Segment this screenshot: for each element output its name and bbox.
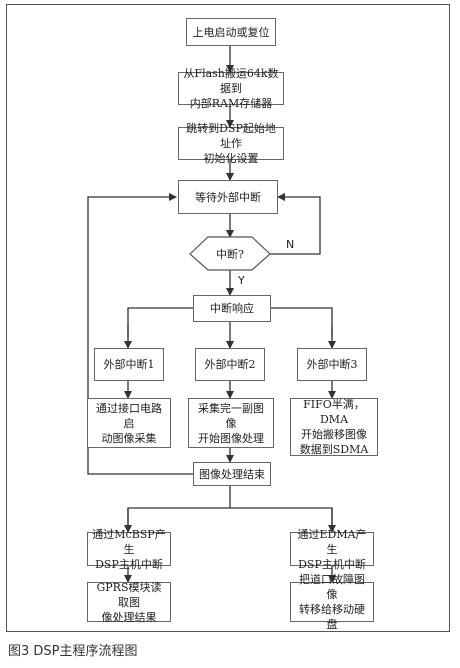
edge-end-loop-back [87, 193, 193, 475]
node-flash-copy: 从Flash搬运64k数据到 内部RAM存储器 [178, 67, 284, 110]
node-gprs-read: GPRS模块读取图 像处理结果 [87, 581, 171, 624]
node-ext-int2: 外部中断2 [195, 348, 265, 381]
node-process-start: 采集完一副图像 开始图像处理 [188, 398, 274, 448]
edge-no-loop [270, 193, 321, 255]
node-wait-interrupt: 等待外部中断 [178, 180, 278, 214]
node-process-end: 图像处理结束 [193, 462, 271, 486]
node-capture-start: 通过接口电路启 动图像采集 [87, 398, 171, 448]
node-decision-label: 中断? [216, 248, 244, 261]
label-no: N [286, 238, 295, 251]
decision-diamond [189, 236, 271, 271]
node-power-on: 上电启动或复位 [186, 18, 276, 46]
node-ext-int3: 外部中断3 [297, 348, 367, 381]
node-ext-int1: 外部中断1 [94, 348, 164, 381]
node-fault-image: 把道口故障图像 转移给移动硬盘 [290, 573, 374, 631]
figure-frame [6, 4, 450, 632]
node-edma-interrupt: 通过EDMA产生 DSP主机中断 [290, 528, 374, 571]
node-jump-init: 跳转到DSP起始地址作 初始化设置 [178, 122, 284, 165]
node-fifo-dma: FIFO半满，DMA 开始搬移图像 数据到SDMA [290, 398, 378, 456]
label-yes: Y [238, 274, 245, 287]
node-mcbsp-interrupt: 通过McBSP产生 DSP主机中断 [87, 528, 171, 571]
figure-caption: 图3 DSP主程序流程图 [8, 644, 138, 659]
edge-end-split [127, 507, 333, 528]
node-interrupt-response: 中断响应 [193, 295, 271, 322]
